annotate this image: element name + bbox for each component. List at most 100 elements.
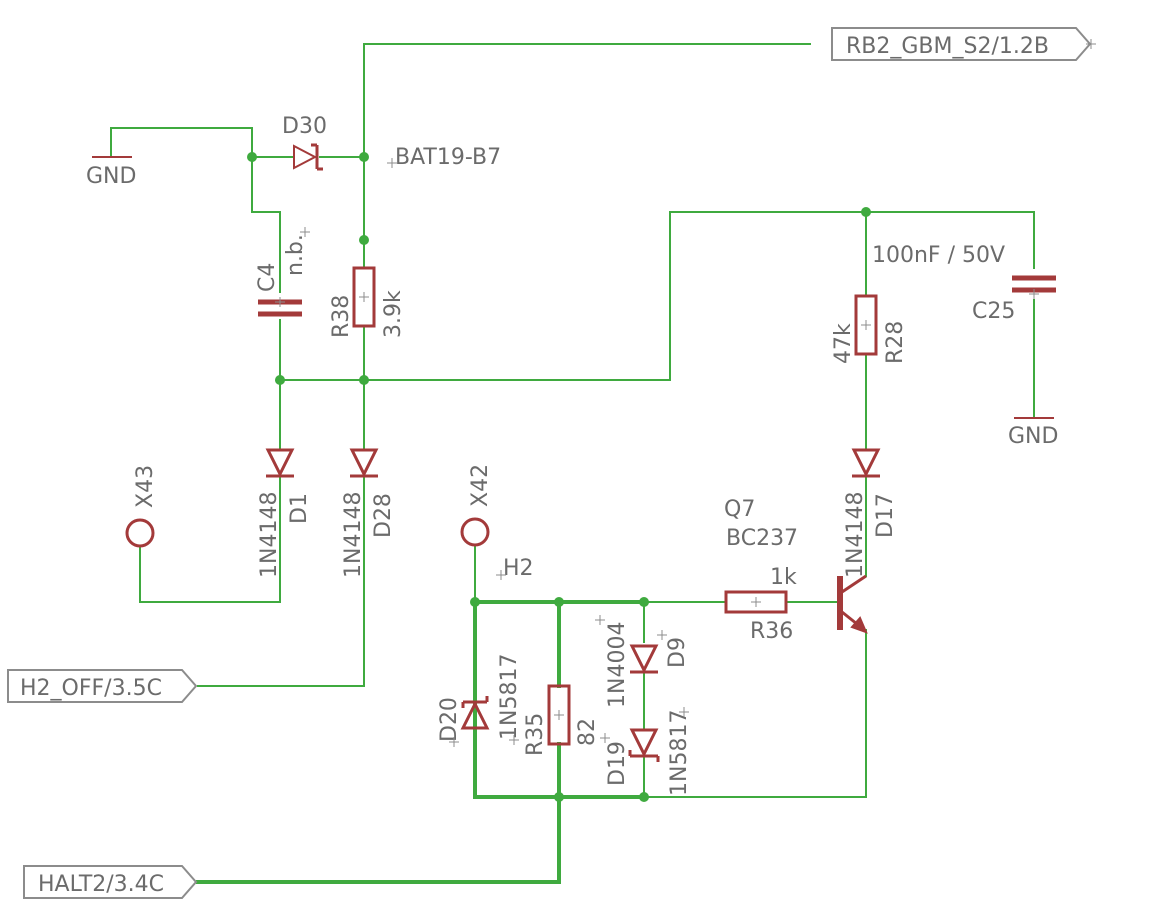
diode-d1: 1N4148 D1 [257,448,312,578]
d9-value: 1N4004 [605,622,630,708]
r35-value: 82 [575,718,600,746]
diode-body [629,728,659,758]
port-shape [23,865,198,899]
diode-cathode [461,696,489,708]
r35-ref: R35 [523,713,548,756]
junction-dot [639,792,649,802]
port-shape [831,27,1092,61]
diode-body [460,700,490,730]
d30-ref: D30 [282,114,327,139]
r28-ref: R28 [883,321,908,364]
wire-mid-net [279,211,1035,381]
resistor-body [724,590,788,614]
c25-ref: C25 [972,299,1015,324]
diode-cathode [311,143,323,171]
testpoint-x43: X43 [125,465,158,548]
c4-value: n.b. [283,234,308,276]
d1-value: 1N4148 [257,492,282,578]
junctions [247,152,871,802]
port-shape [7,669,198,703]
diode-body [851,448,881,478]
origin-cross [657,630,667,640]
origin-cross [1086,39,1096,49]
pad-circle [460,517,490,547]
origin-cross [496,570,506,580]
diode-d28: 1N4148 D28 [341,448,396,578]
emitter-arrow [850,616,868,634]
junction-dot [639,597,649,607]
net-port-rb2: RB2_GBM_S2/1.2B [831,27,1092,61]
origin-cross [449,737,459,747]
origin-cross [300,227,310,237]
d9-ref: D9 [665,637,690,668]
c4-ref: C4 [255,263,280,292]
wire-d1-x43 [139,477,281,603]
d20-value: 1N5817 [497,654,522,740]
diode-cathode [628,750,660,762]
junction-dot [861,207,871,217]
junction-dot [554,597,564,607]
diode-body [629,644,659,674]
resistor-body [547,684,571,746]
r36-value: 1k [770,565,797,590]
wires [110,43,1035,798]
d30-value: BAT19-B7 [395,145,501,170]
d19-value: 1N5817 [667,710,692,796]
bus-wires [196,600,646,884]
x43-ref: X43 [133,465,158,508]
diode-body [293,144,318,170]
bus-d20-frame [473,600,646,799]
wire-q7-emitter [643,629,867,798]
origin-cross [1029,289,1039,299]
diode-body [265,448,295,478]
gnd-right-label: GND [1008,424,1058,449]
junction-dot [470,597,480,607]
net-port-halt2: HALT2/3.4C [23,865,198,899]
junction-dot [359,375,369,385]
resistor-r38: R38 3.9k [329,266,406,338]
bus-halt2 [196,742,561,884]
x42-ref: X42 [468,464,493,507]
resistor-r28: 47k R28 [831,294,908,364]
d17-ref: D17 [873,493,898,538]
net-label-h2-off: H2_OFF/3.5C [20,676,162,701]
capacitor-c25: 100nF / 50V C25 [872,243,1056,324]
c25-value: 100nF / 50V [872,243,1005,268]
q7-value: BC237 [726,526,798,551]
d19-ref: D19 [605,741,630,786]
origin-cross [359,292,369,302]
origin-markers [275,39,1096,747]
origin-cross [600,733,610,743]
junction-dot [359,235,369,245]
origin-cross [679,707,689,717]
origin-cross [275,297,285,307]
d1-ref: D1 [287,493,312,524]
diode-d30: D30 BAT19-B7 [282,114,501,171]
resistor-r36: 1k R36 [724,565,797,644]
r38-ref: R38 [329,295,354,338]
diode-d20: D20 1N5817 [437,654,522,742]
gnd-left-symbol: GND [86,156,136,189]
wire-gnd-c4 [110,127,281,293]
d17-value: 1N4148 [843,492,868,578]
resistor-r35: R35 82 [523,684,600,756]
d28-value: 1N4148 [341,492,366,578]
origin-cross [554,710,564,720]
gnd-left-label: GND [86,164,136,189]
resistor-body [352,266,376,328]
transistor-collector [841,574,867,594]
testpoint-x42: X42 [460,464,493,547]
net-label-rb2: RB2_GBM_S2/1.2B [846,34,1049,59]
net-port-h2-off: H2_OFF/3.5C [7,669,198,703]
r28-value: 47k [831,323,856,364]
junction-dot [554,792,564,802]
d20-ref: D20 [437,697,462,742]
diode-d17: 1N4148 D17 [843,448,898,578]
junction-dot [359,152,369,162]
d28-ref: D28 [371,493,396,538]
r38-value: 3.9k [381,290,406,338]
diode-d9: 1N4004 D9 [605,622,690,708]
diode-d19: D19 1N5817 [605,710,692,796]
